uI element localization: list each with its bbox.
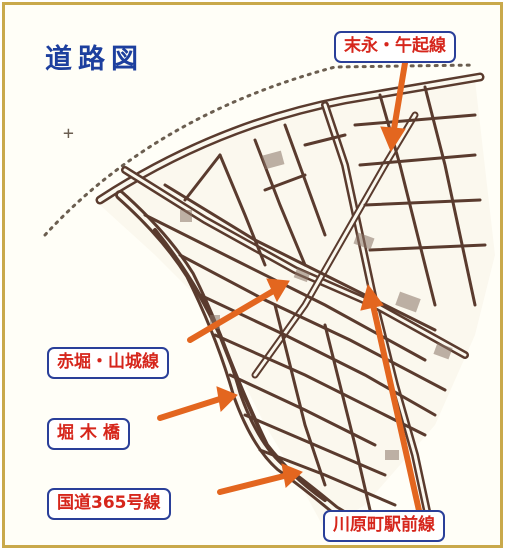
street-grid (143, 85, 487, 512)
arrow-suenaga-gogi-head (380, 126, 406, 153)
arrow-horiki-bridge-head (216, 386, 238, 413)
arrow-akahori-yamashiro-head (266, 278, 290, 303)
map-title: 道路図 (45, 44, 144, 75)
label-route365: 国道365号線 (47, 488, 171, 520)
callout-arrows (157, 60, 423, 518)
arrow-route365-head (281, 463, 303, 488)
arrow-route365 (217, 472, 291, 495)
label-kawaramachi-station-line: 川原町駅前線 (323, 510, 445, 542)
arrow-kawaramachi-station-head (360, 283, 384, 311)
arrow-suenaga-gogi (390, 60, 408, 138)
label-akahori-yamashiro-line: 赤堀・山城線 (47, 347, 169, 379)
arrow-kawaramachi-station (370, 302, 423, 518)
map-frame: 道路図 + 末永・午起線 赤堀・山城線 堀 木 橋 国道365号線 川原町駅前線 (2, 2, 503, 548)
arrow-akahori-yamashiro (187, 287, 278, 343)
arrow-horiki-bridge (157, 395, 226, 421)
road-map (43, 60, 495, 530)
north-cross-icon: + (63, 123, 74, 144)
label-suenaga-gogi-line: 末永・午起線 (334, 31, 456, 63)
label-horiki-bridge: 堀 木 橋 (47, 418, 130, 450)
